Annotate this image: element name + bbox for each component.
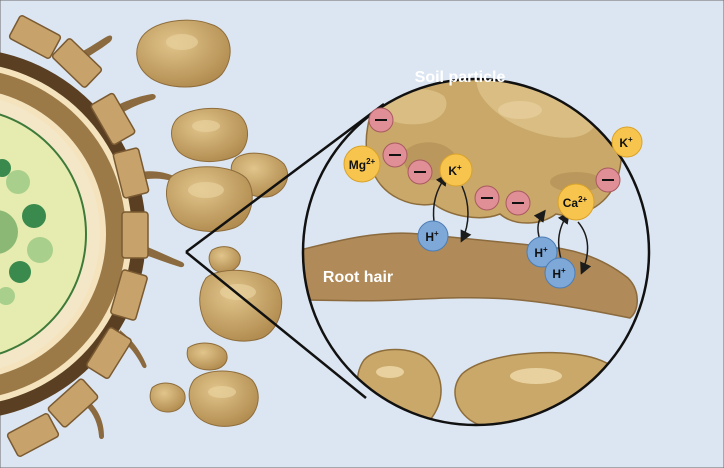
cortex-cells: [6, 15, 150, 457]
root-section: [0, 15, 185, 457]
ion-k-left: K+: [439, 153, 473, 187]
svg-text:H+: H+: [534, 245, 548, 260]
ion-h-left: H+: [417, 220, 449, 252]
svg-text:Ca2+: Ca2+: [563, 195, 588, 210]
svg-text:K+: K+: [619, 135, 633, 150]
svg-text:Mg2+: Mg2+: [349, 157, 376, 172]
ion-h-mid: H+: [526, 236, 558, 268]
ion-mg: Mg2+: [343, 145, 381, 183]
root-hair-label: Root hair: [323, 269, 393, 286]
negative-charge: [595, 167, 621, 193]
ion-k-right: K+: [611, 126, 643, 158]
arrow-k-to-root: [460, 185, 472, 243]
soil-particle-label: Soil particle: [415, 69, 506, 86]
negative-charge: [382, 142, 408, 168]
negative-charge: [407, 159, 433, 185]
organelles: [0, 159, 53, 305]
svg-text:H+: H+: [552, 266, 566, 281]
ion-h-low: H+: [544, 257, 576, 289]
ion-ca: Ca2+: [557, 183, 595, 221]
negative-charge: [474, 185, 500, 211]
zoom-callout: [185, 102, 385, 399]
arrow-ca-to-root: [577, 221, 592, 275]
svg-text:K+: K+: [448, 163, 462, 178]
negative-charge: [368, 107, 394, 133]
negative-charge: [505, 190, 531, 216]
negative-charges: [368, 107, 621, 216]
svg-text:H+: H+: [425, 229, 439, 244]
